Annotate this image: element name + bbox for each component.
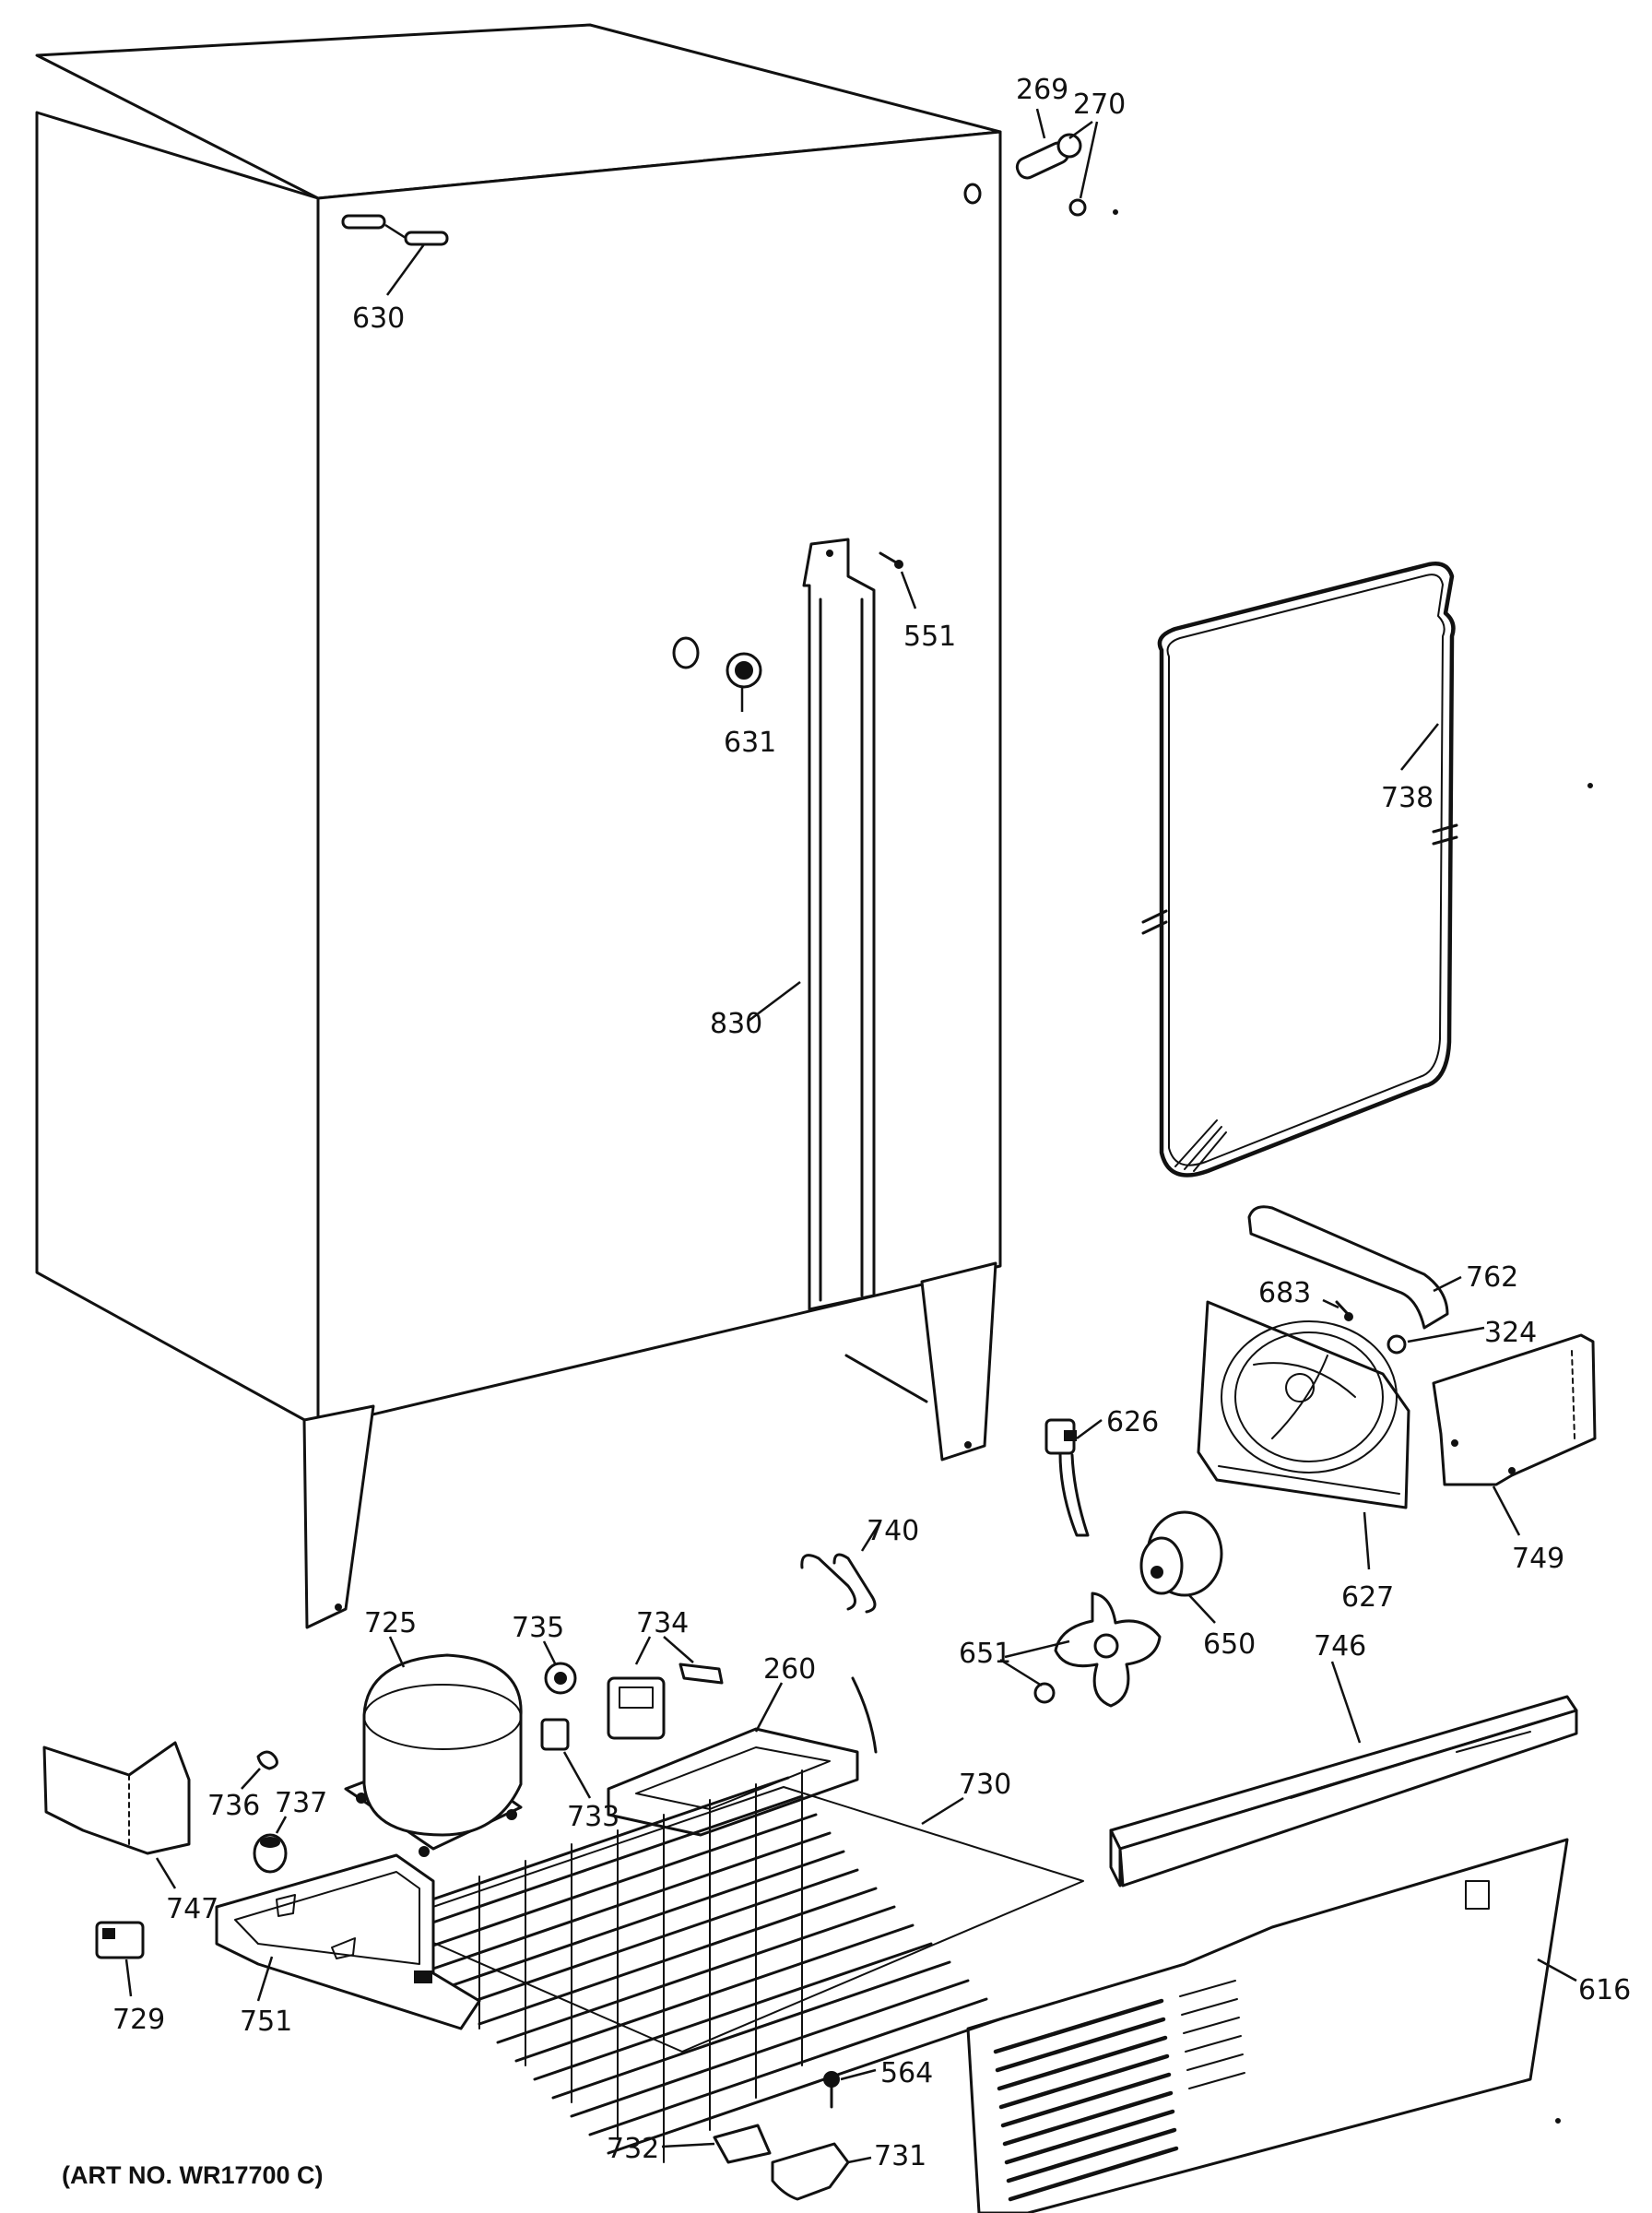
label-651: 651 xyxy=(959,1638,1011,1670)
label-729: 729 xyxy=(112,2004,165,2036)
part-740-clip xyxy=(800,1521,882,1614)
part-630-slots xyxy=(341,214,449,296)
part-650-fan-motor xyxy=(1139,1510,1223,1624)
label-631: 631 xyxy=(724,727,776,759)
part-324-fastener xyxy=(1386,1326,1485,1355)
part-746-rail xyxy=(1109,1661,1578,1888)
part-747-bracket xyxy=(42,1741,191,1889)
label-830: 830 xyxy=(710,1008,762,1040)
part-732-pad xyxy=(661,2124,772,2164)
part-751-base-pan xyxy=(215,1853,481,2030)
part-733-relay xyxy=(540,1718,592,1799)
label-324: 324 xyxy=(1484,1317,1537,1349)
label-736: 736 xyxy=(207,1790,260,1822)
label-740: 740 xyxy=(867,1515,919,1547)
part-736-clip xyxy=(241,1750,278,1790)
part-731-clip xyxy=(771,2142,872,2201)
label-683: 683 xyxy=(1258,1277,1311,1309)
part-830-mullion xyxy=(748,538,876,1311)
label-270: 270 xyxy=(1073,89,1126,121)
label-747: 747 xyxy=(166,1893,218,1925)
part-616-grille xyxy=(966,1838,1577,2213)
part-626-switch xyxy=(1044,1418,1103,1537)
label-725: 725 xyxy=(364,1607,417,1639)
part-labels: 269 270 630 551 631 738 830 762 683 324 … xyxy=(112,74,1631,2172)
label-630: 630 xyxy=(352,302,405,335)
label-733: 733 xyxy=(567,1801,620,1833)
part-738-heater-loop xyxy=(1141,562,1458,1178)
art-number-caption: (ART NO. WR17700 C) xyxy=(62,2161,324,2189)
label-269: 269 xyxy=(1016,74,1068,106)
label-627: 627 xyxy=(1341,1581,1394,1614)
part-260-drain-pan xyxy=(607,1676,878,1837)
part-683-screw xyxy=(1322,1298,1353,1321)
label-616: 616 xyxy=(1578,1974,1631,2006)
part-627-fan-shroud xyxy=(1197,1300,1410,1570)
label-650: 650 xyxy=(1203,1628,1256,1661)
label-564: 564 xyxy=(880,2057,933,2089)
part-734-relay-overload xyxy=(607,1636,724,1740)
label-749: 749 xyxy=(1512,1543,1564,1575)
part-737-grommet xyxy=(253,1816,288,1874)
label-746: 746 xyxy=(1314,1630,1366,1663)
label-735: 735 xyxy=(512,1612,564,1644)
part-762-foam-strip xyxy=(1247,1205,1462,1330)
part-730-condenser xyxy=(386,1769,1084,2163)
part-735-grommet xyxy=(542,1640,577,1695)
label-730: 730 xyxy=(959,1769,1011,1801)
label-751: 751 xyxy=(240,2006,292,2038)
part-729-relay xyxy=(95,1921,145,1997)
label-731: 731 xyxy=(874,2140,926,2172)
label-762: 762 xyxy=(1466,1261,1518,1294)
part-725-compressor xyxy=(344,1636,523,1857)
part-564-screw xyxy=(823,2068,877,2109)
label-734: 734 xyxy=(636,1607,689,1639)
part-631-grommet xyxy=(726,652,762,712)
label-626: 626 xyxy=(1106,1406,1159,1438)
part-269-hinge-pin xyxy=(1015,108,1099,217)
part-651-fan-blade xyxy=(999,1592,1162,1708)
label-738: 738 xyxy=(1381,782,1434,814)
label-551: 551 xyxy=(903,621,956,653)
label-737: 737 xyxy=(275,1787,327,1819)
label-260: 260 xyxy=(763,1653,816,1686)
part-551-screw xyxy=(879,551,917,609)
part-749-cover-plate xyxy=(1432,1333,1597,1536)
label-732: 732 xyxy=(607,2133,659,2165)
